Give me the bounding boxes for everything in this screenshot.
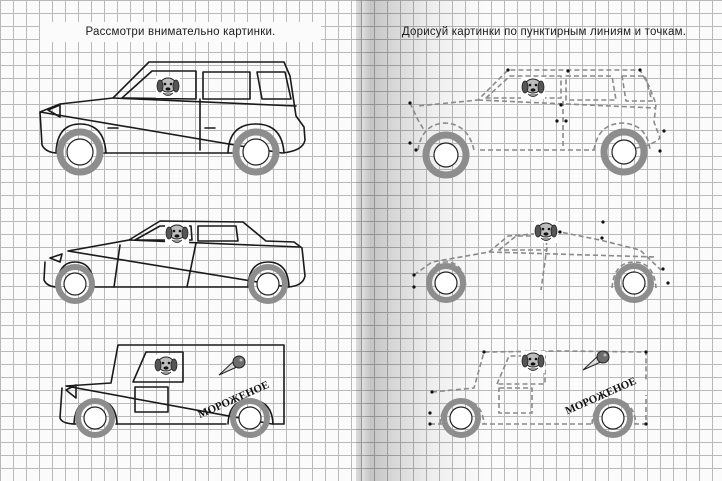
- sedan-drawing: [43, 220, 306, 304]
- dog-driver-icon-5: [533, 220, 559, 244]
- suv-drawing: [39, 61, 306, 176]
- ice-cream-icon-2: [582, 350, 610, 371]
- dog-driver-icon-3: [153, 354, 179, 378]
- dog-driver-icon-2: [164, 222, 190, 246]
- left-page-instruction: Рассмотри внимательно картинки.: [40, 22, 321, 42]
- suv-tracing: [408, 68, 666, 179]
- right-page-instruction: Дорисуй картинки по пунктирным линиям и …: [401, 26, 687, 38]
- dog-driver-icon-6: [520, 350, 546, 374]
- sedan-tracing: [412, 220, 670, 303]
- ice-cream-van-tracing: МОРОЖЕНОЕ: [428, 350, 648, 438]
- ice-cream-van-drawing: МОРОЖЕНОЕ: [59, 344, 285, 438]
- dog-driver-icon-4: [520, 76, 546, 100]
- ice-cream-icon: [218, 355, 246, 376]
- dog-driver-icon: [155, 75, 181, 99]
